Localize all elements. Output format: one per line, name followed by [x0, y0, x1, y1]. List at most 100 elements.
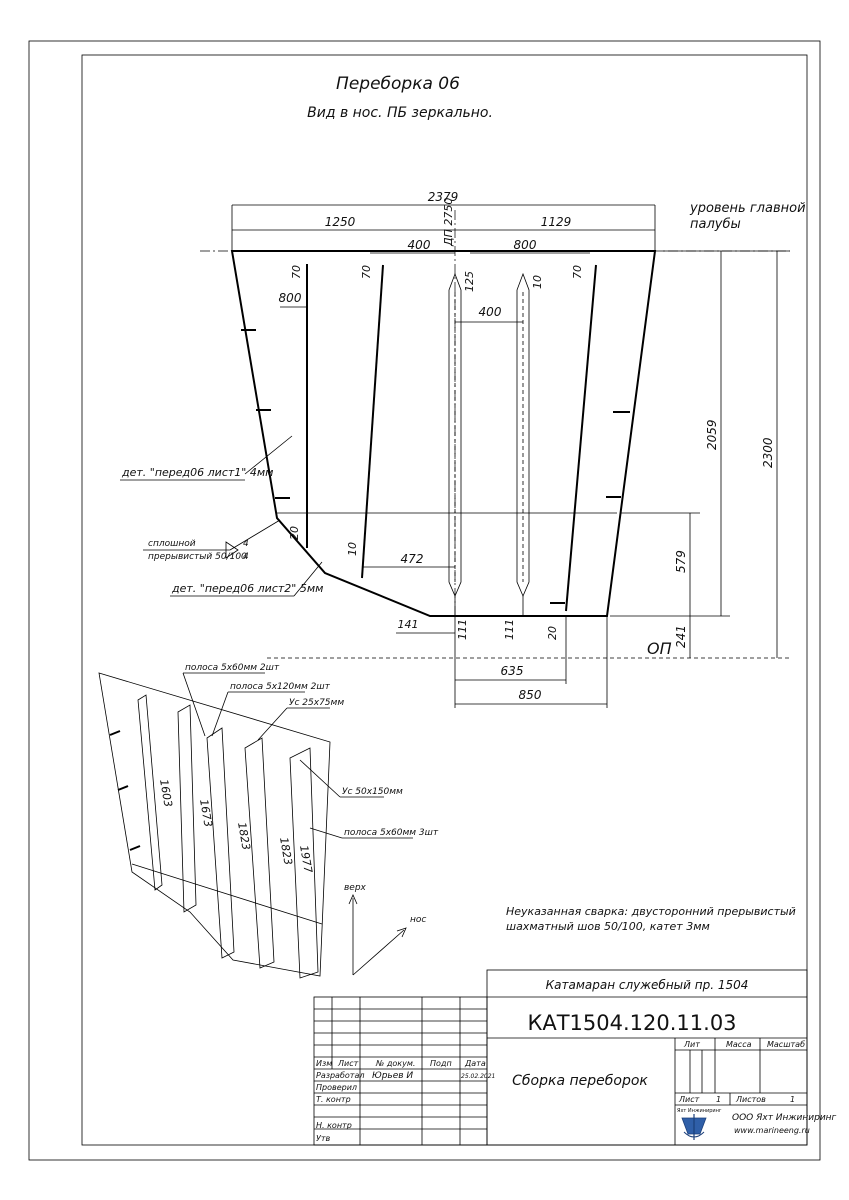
leader-strip120 [211, 691, 229, 737]
drawing-title: Переборка 06 [336, 74, 460, 94]
weld-leader [229, 519, 281, 551]
dim-111-a: 111 [456, 619, 469, 640]
dim-1129: 1129 [541, 215, 572, 229]
iso-dim-1823-a: 1823 [235, 821, 253, 851]
row-tcontrol: Т. контр [316, 1095, 351, 1104]
company-website: www.marineeng.ru [734, 1126, 810, 1135]
deck-level-label-text: уровень главной [689, 201, 806, 216]
dim-10-top: 10 [531, 275, 544, 289]
scale-label: Масштаб [767, 1040, 805, 1049]
dim-2300: 2300 [761, 437, 775, 468]
company-name: ООО Яхт Инжиниринг [732, 1113, 837, 1123]
mass-label: Масса [726, 1040, 752, 1049]
sheet-label: Лист [678, 1095, 700, 1104]
leader-strip60 [182, 672, 206, 737]
dim-400-top: 400 [408, 238, 431, 252]
dim-400-mid: 400 [479, 305, 502, 319]
stiffener-3 [565, 264, 597, 612]
dim-70-b: 70 [360, 265, 373, 279]
iso-edge-mark-1 [109, 730, 121, 736]
label-strip-5x60-3: полоса 5х60мм 3шт [344, 828, 439, 838]
project-name: Катамаран служебный пр. 1504 [546, 978, 749, 992]
label-strip-5x120: полоса 5х120мм 2шт [230, 682, 331, 692]
col-sign: Подп [430, 1059, 452, 1068]
dim-dp-2750: ДП 2750 [442, 198, 455, 247]
isometric-view: 1603 1673 1823 1823 1977 полоса 5х60мм 2… [98, 663, 439, 979]
logo-text: Яхт Инжиниринг [677, 1108, 722, 1114]
iso-dim-1603: 1603 [157, 778, 175, 808]
weld-note-line-2: шахматный шов 50/100, катет 3мм [506, 920, 710, 933]
label-det-list2: дет. "перед06 лист2" 5мм [171, 582, 323, 595]
dim-20-bottom: 20 [546, 626, 559, 640]
col-izm: Изм [316, 1059, 332, 1068]
dim-579: 579 [674, 550, 688, 573]
dim-141: 141 [398, 618, 419, 631]
revision-table-frame [313, 996, 488, 1146]
drawing-subtitle: Вид в нос. ПБ зеркально. [307, 105, 493, 121]
sheets-value: 1 [790, 1095, 795, 1104]
weld-4-a: 4 [243, 539, 249, 549]
iso-edge-mark-3 [129, 845, 141, 851]
dim-850: 850 [519, 688, 542, 702]
dim-125: 125 [463, 271, 476, 292]
dim-800-left: 800 [279, 291, 302, 305]
leader-list2 [293, 561, 323, 597]
weld-solid: сплошной [148, 539, 196, 549]
col-doc-no: № докум. [375, 1059, 415, 1068]
dim-70-a: 70 [290, 265, 303, 279]
lit-label: Лит [683, 1040, 700, 1049]
sheet-value: 1 [716, 1095, 721, 1104]
leader-list1 [244, 435, 293, 475]
iso-stiffener-5 [289, 747, 319, 979]
dim-70-c: 70 [571, 265, 584, 279]
title-block: Изм Лист № докум. Подп Дата Разработал Ю… [313, 969, 837, 1146]
leader-us25 [257, 707, 288, 741]
label-det-list1: дет. "перед06 лист1" 4мм [121, 466, 273, 479]
iso-joint-line [131, 863, 323, 925]
iso-stiffener-3 [206, 727, 235, 959]
iso-stiffener-1 [137, 694, 163, 891]
dim-241: 241 [674, 625, 688, 648]
row-developer: Разработал [316, 1071, 364, 1080]
dim-2379: 2379 [428, 190, 459, 204]
document-code: КАТ1504.120.11.03 [527, 1011, 736, 1035]
iso-dim-1823-b: 1823 [277, 836, 295, 866]
axis-bow-label: нос [410, 915, 426, 925]
dim-1250: 1250 [325, 215, 356, 229]
dim-111-b: 111 [503, 619, 516, 640]
label-strip-5x60: полоса 5х60мм 2шт [185, 663, 280, 673]
sheets-label: Листов [735, 1095, 766, 1104]
deck-level-label-text-2: палубы [690, 217, 741, 232]
label-us-50x150: Ус 50х150мм [342, 787, 403, 797]
dim-2059: 2059 [705, 419, 719, 450]
op-label: ОП [647, 639, 672, 658]
leader-us50 [299, 759, 341, 798]
dim-20-left: 20 [288, 526, 301, 540]
axis-bow-arrow-icon [396, 927, 407, 938]
col-list: Лист [337, 1059, 359, 1068]
iso-stiffener-4 [244, 737, 275, 969]
weld-intermittent: прерывистый 50/100 [148, 552, 247, 562]
logo-wave-icon [683, 1131, 705, 1138]
iso-edge-mark-2 [117, 785, 129, 791]
developer-date: 25.02.2021 [461, 1073, 495, 1080]
outer-frame [28, 40, 821, 1161]
iso-dim-1977: 1977 [297, 844, 315, 874]
dim-800-top: 800 [514, 238, 537, 252]
developer-name: Юрьев И [372, 1071, 413, 1081]
weld-note-line-1: Неуказанная сварка: двусторонний прерыви… [506, 905, 796, 918]
dim-10-low: 10 [346, 542, 359, 556]
axis-up-arrow-icon [348, 894, 358, 905]
axis-up-label: верх [344, 883, 367, 893]
iso-plate-outline [98, 672, 331, 977]
iso-stiffener-2 [177, 704, 197, 913]
weld-symbol-icon [225, 541, 239, 559]
deck-level-label: уровень главной палубы [689, 201, 810, 232]
iso-dim-1673: 1673 [197, 798, 215, 828]
col-date: Дата [464, 1059, 486, 1068]
row-approved: Утв [316, 1134, 331, 1143]
row-checked: Проверил [316, 1083, 357, 1092]
row-ncontrol: Н. контр [316, 1121, 352, 1130]
stiffener-2 [361, 264, 384, 579]
